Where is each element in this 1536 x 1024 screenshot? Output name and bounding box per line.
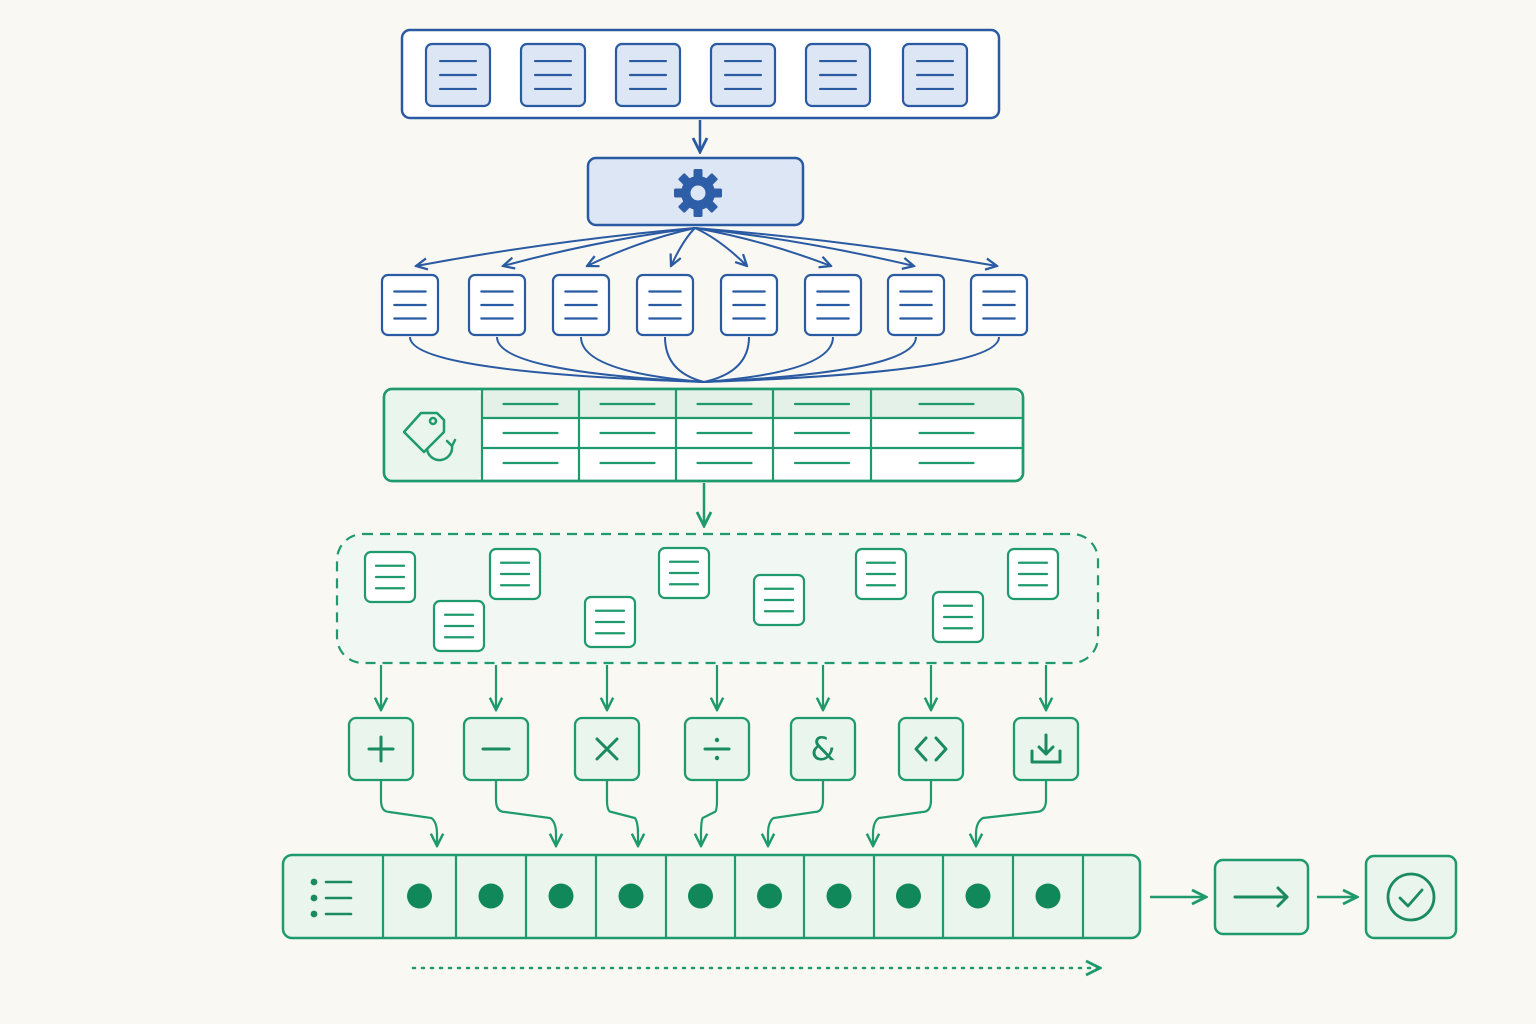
queue-item-dot — [548, 883, 574, 909]
document-icon — [551, 273, 611, 337]
multiply-operation — [573, 716, 641, 782]
queue — [281, 853, 1142, 940]
queue-item-dot — [478, 883, 504, 909]
document-icon — [709, 42, 777, 108]
op-to-queue-arrow — [379, 781, 437, 846]
merge-curves — [409, 336, 1000, 383]
document-icon — [635, 273, 695, 337]
document-icon — [901, 42, 969, 108]
document-icon — [803, 273, 863, 337]
document-icon — [854, 547, 908, 601]
next-step-node — [1213, 858, 1310, 936]
source-batch — [400, 28, 1001, 120]
done-node — [1364, 854, 1458, 940]
document-icon — [931, 590, 985, 644]
queue-item-dot — [1035, 883, 1061, 909]
fan-out-arrows — [416, 227, 997, 266]
svg-text:&: & — [811, 730, 836, 768]
queue-item-dot — [688, 883, 713, 909]
labeled-table — [382, 387, 1025, 483]
document-icon — [583, 595, 637, 649]
code-brackets-operation — [897, 716, 965, 782]
merge-curve — [703, 336, 1000, 383]
download-tray-icon — [1030, 733, 1062, 764]
op-to-queue-arrow — [701, 781, 719, 846]
merge-curve — [703, 336, 834, 383]
list-icon — [310, 878, 353, 918]
document-icon — [719, 273, 779, 337]
document-icon — [804, 42, 872, 108]
divide-icon — [703, 737, 731, 761]
merge-curve — [496, 336, 705, 383]
minus-operation — [462, 716, 530, 782]
merge-curve — [703, 336, 750, 383]
fan-out-arrow — [416, 227, 696, 266]
operations-row: & — [347, 665, 1080, 846]
document-icon — [432, 599, 486, 653]
ampersand-operation: & — [789, 716, 857, 782]
document-icon — [519, 42, 587, 108]
merge-curve — [664, 336, 705, 383]
queue-item-dot — [757, 883, 782, 909]
queue-item-dot — [826, 883, 852, 909]
op-to-queue-arrow — [976, 781, 1048, 846]
document-icon — [424, 42, 492, 108]
merge-curve — [409, 336, 705, 383]
download-tray-operation — [1012, 716, 1080, 782]
document-icon — [363, 550, 417, 604]
document-pool — [335, 532, 1100, 665]
queue-slots — [285, 856, 1085, 937]
queue-item-dot — [896, 883, 921, 909]
document-icon — [467, 273, 527, 337]
op-to-queue-arrow — [873, 781, 933, 846]
fan-out-arrow — [694, 227, 997, 266]
gear-icon — [674, 169, 722, 217]
document-icon — [614, 42, 682, 108]
plus-operation — [347, 716, 415, 782]
queue-item-dot — [407, 883, 432, 909]
document-icon — [657, 546, 711, 600]
multiply-icon — [595, 737, 619, 761]
ampersand-icon: & — [811, 730, 836, 768]
pool-documents — [363, 546, 1060, 653]
split-documents — [380, 273, 1029, 337]
op-to-queue-arrow — [605, 781, 638, 846]
table-grid — [480, 390, 1022, 480]
code-brackets-icon — [914, 736, 948, 762]
label-cell — [386, 391, 482, 479]
queue-item-dot — [965, 883, 991, 909]
queue-item-dot — [618, 883, 644, 909]
divide-operation — [683, 716, 751, 782]
arrow-right-icon — [1233, 886, 1289, 908]
document-icon — [969, 273, 1029, 337]
document-icon — [488, 547, 542, 601]
fan-out-arrow — [694, 227, 747, 266]
op-to-queue-arrow — [768, 781, 825, 846]
document-icon — [1006, 547, 1060, 601]
document-icon — [752, 573, 806, 627]
fan-out-arrow — [503, 227, 696, 266]
merge-curve — [703, 336, 917, 383]
fan-out-arrow — [671, 227, 696, 266]
op-to-queue-arrow — [494, 781, 556, 846]
plus-icon — [367, 735, 395, 763]
source-batch-documents — [424, 42, 969, 108]
tag-refresh-icon — [402, 411, 457, 462]
fan-out-arrow — [694, 227, 831, 266]
processor-node — [586, 156, 805, 227]
document-icon — [886, 273, 946, 337]
merge-curve — [580, 336, 705, 383]
check-circle-icon — [1386, 872, 1436, 922]
fan-out-arrow — [587, 227, 696, 266]
document-icon — [380, 273, 440, 337]
queue-header-cell — [285, 857, 383, 936]
